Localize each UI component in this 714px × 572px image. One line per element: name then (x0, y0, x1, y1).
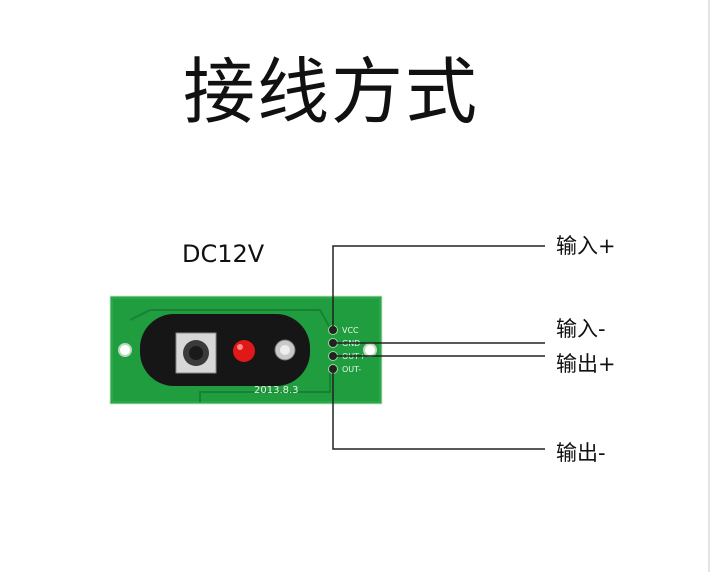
wire-label-output-minus: 输出- (556, 441, 606, 465)
wire-label-output-plus: 输出+ (556, 352, 616, 376)
wire-label-input-minus: 输入- (556, 317, 606, 341)
wires (332, 245, 545, 450)
page-edge-line (708, 0, 710, 572)
mounting-hole-right (363, 343, 377, 357)
power-label: DC12V (182, 240, 265, 268)
board-date: 2013.8.3 (254, 385, 299, 396)
wire-input-plus (332, 245, 545, 330)
wire-label-input-plus: 输入+ (556, 234, 616, 258)
pin-label-out-minus: OUT- (342, 365, 361, 374)
wire-output-minus (332, 369, 545, 450)
pin-label-vcc: VCC (342, 326, 359, 335)
mounting-hole-left (118, 343, 132, 357)
sensor-housing (140, 314, 310, 386)
led-indicator (233, 340, 255, 362)
diagram-title: 接线方式 (182, 50, 479, 134)
